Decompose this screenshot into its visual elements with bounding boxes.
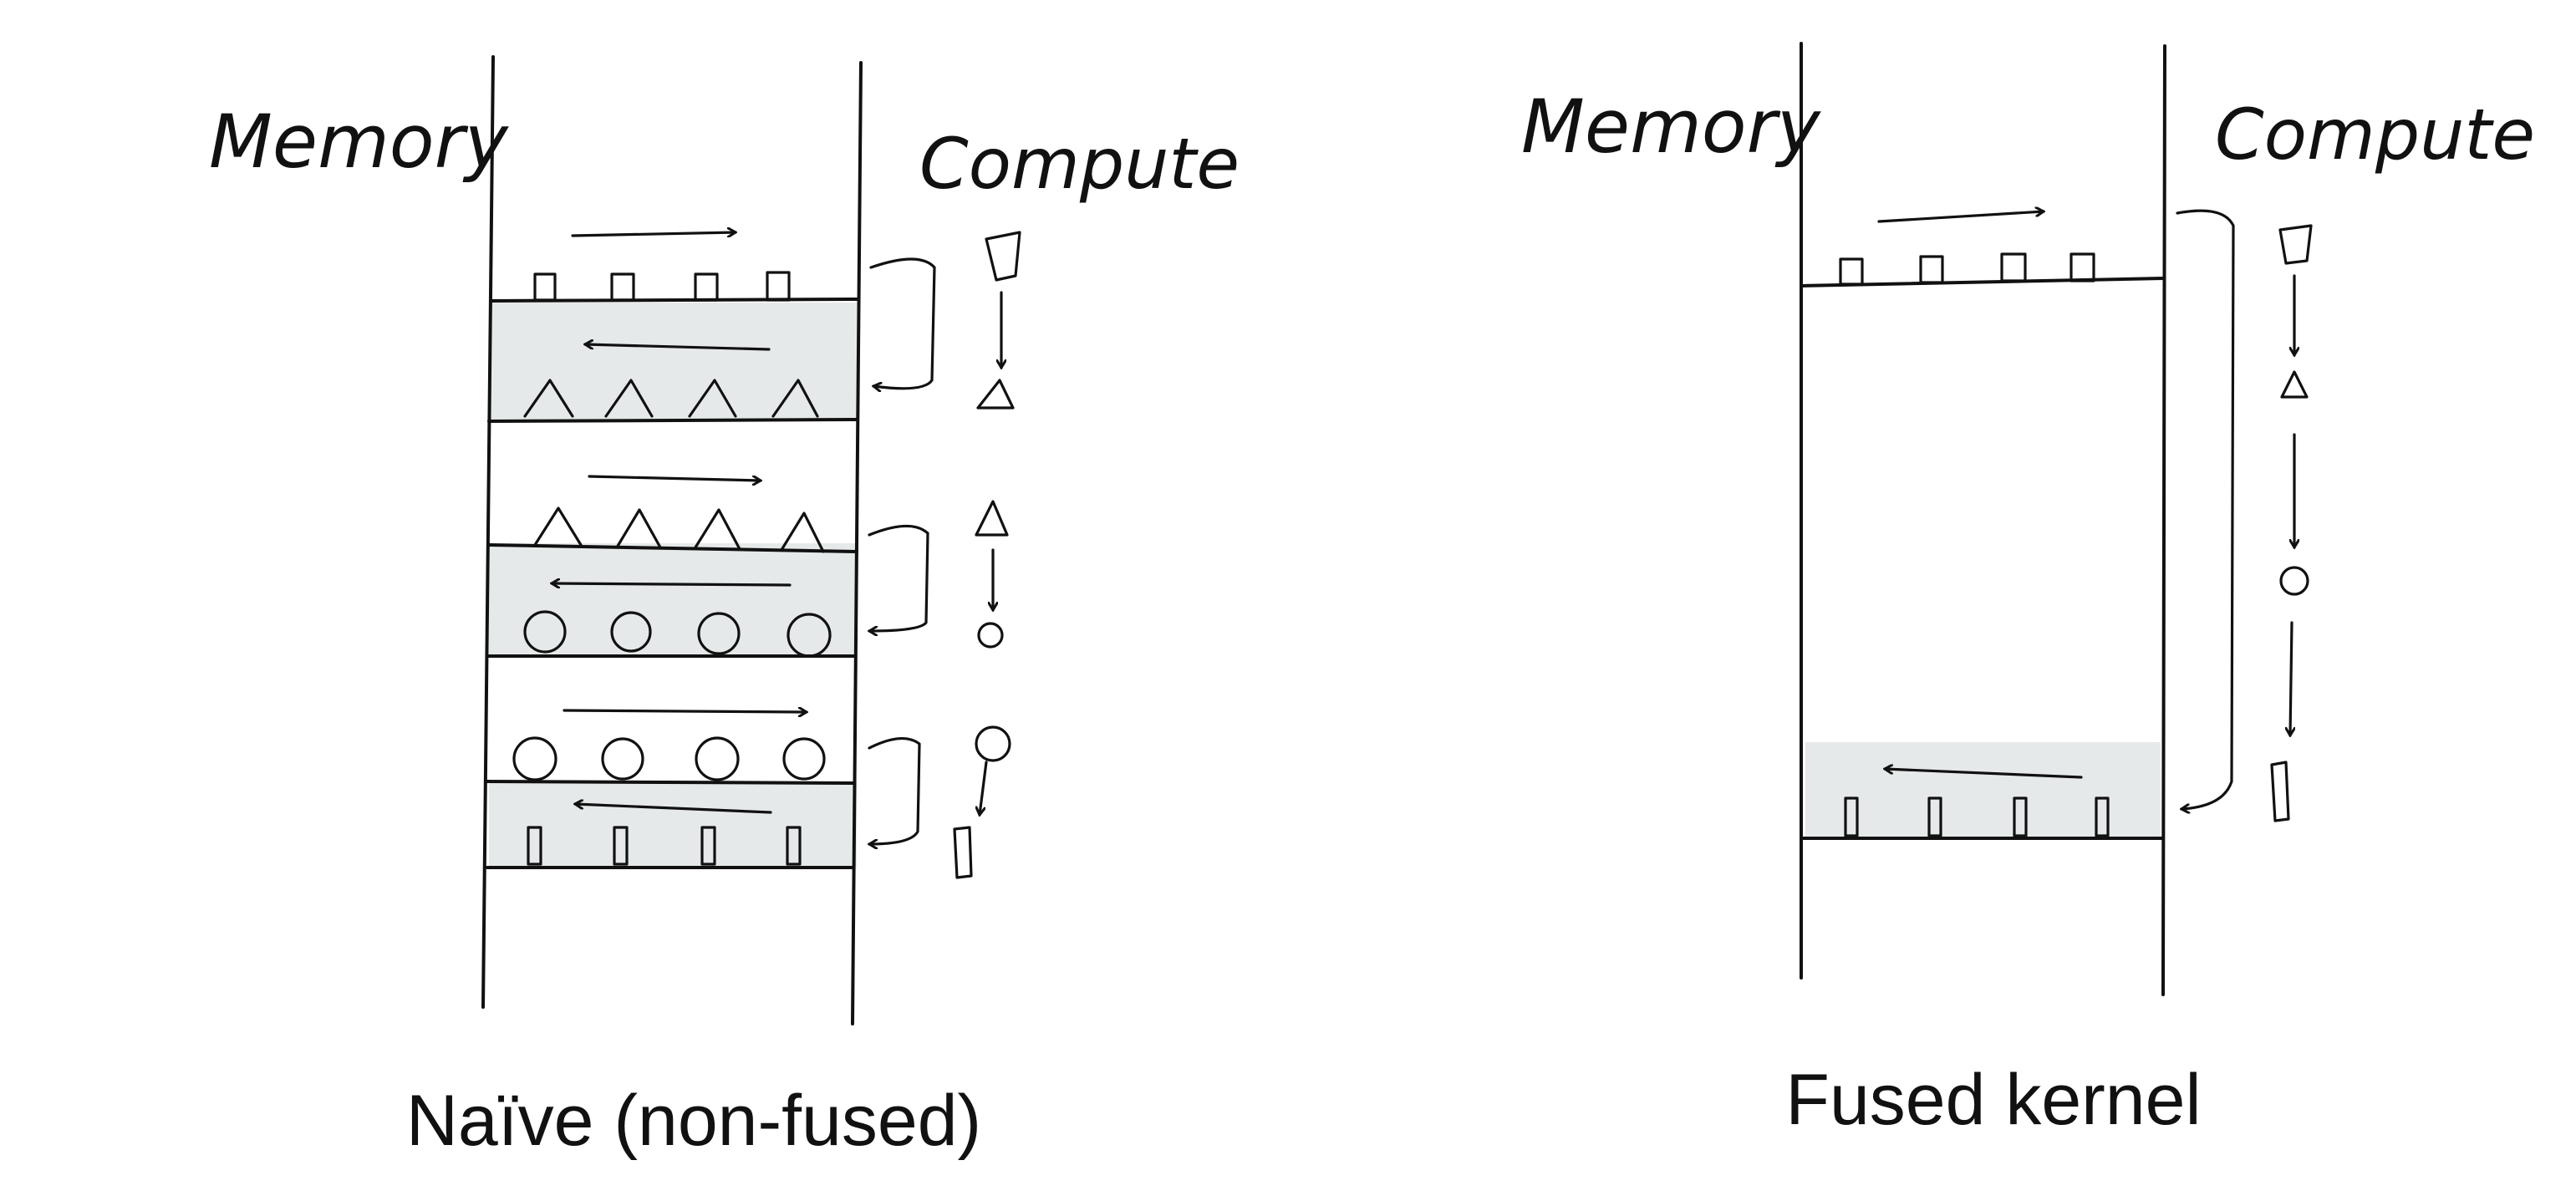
square-shape bbox=[694, 272, 719, 302]
circle-shape bbox=[601, 737, 644, 781]
fused-band bbox=[1805, 742, 2161, 838]
compute-triangle-icon bbox=[976, 379, 1015, 410]
round-trip-bracket bbox=[869, 257, 936, 389]
naive-memory-left-wall bbox=[481, 55, 495, 1009]
bar-shape bbox=[700, 826, 716, 866]
compute-square-icon bbox=[2278, 224, 2313, 265]
bar-shape bbox=[2013, 796, 2028, 837]
write-arrow bbox=[552, 583, 792, 585]
circle-shape bbox=[512, 736, 557, 781]
naive-band-2 bbox=[489, 543, 857, 656]
fused-caption: Fused kernel bbox=[1785, 1060, 2201, 1140]
triangle-shape bbox=[771, 379, 819, 418]
square-shape bbox=[766, 271, 791, 302]
fused-bracket bbox=[2176, 209, 2235, 809]
round-trip-bracket bbox=[869, 736, 921, 844]
triangle-shape bbox=[533, 506, 583, 547]
circle-shape bbox=[695, 736, 740, 781]
naive-compute-label: Compute bbox=[919, 123, 1240, 205]
compute-square-icon bbox=[985, 231, 1021, 282]
fused-memory-label: Memory bbox=[1521, 84, 1822, 170]
circle-shape bbox=[697, 612, 741, 655]
read-arrow bbox=[571, 232, 736, 236]
naive-band-3 bbox=[489, 781, 857, 868]
fused-panel: Memory Compute Fused kernel bbox=[1521, 42, 2535, 1140]
circle-shape bbox=[523, 610, 567, 654]
write-arrow bbox=[585, 344, 771, 351]
square-shape bbox=[1919, 255, 1944, 284]
naive-divider bbox=[486, 780, 854, 785]
naive-memory-label: Memory bbox=[209, 99, 510, 185]
square-shape bbox=[2069, 252, 2095, 282]
compute-circle-icon bbox=[977, 622, 1004, 649]
compute-triangle-icon bbox=[975, 500, 1009, 537]
circle-shape bbox=[787, 613, 832, 658]
triangle-shape bbox=[604, 379, 654, 418]
compute-triangle-icon bbox=[2280, 370, 2309, 399]
square-shape bbox=[610, 272, 635, 302]
compute-arrow bbox=[980, 761, 988, 815]
fused-compute-label: Compute bbox=[2215, 94, 2535, 176]
compute-circle-icon bbox=[2279, 566, 2309, 596]
bar-shape bbox=[527, 826, 542, 866]
circle-shape bbox=[782, 737, 826, 781]
square-shape bbox=[1839, 257, 1864, 286]
naive-caption: Naïve (non-fused) bbox=[406, 1081, 981, 1161]
write-arrow bbox=[1885, 769, 2083, 779]
read-arrow bbox=[563, 710, 807, 712]
naive-divider bbox=[487, 543, 858, 553]
bar-shape bbox=[786, 826, 802, 866]
read-arrow bbox=[1877, 211, 2044, 223]
bar-shape bbox=[2095, 796, 2110, 837]
naive-panel: Memory Compute bbox=[209, 55, 1240, 1161]
read-arrow bbox=[588, 475, 761, 481]
triangle-shape bbox=[688, 379, 737, 418]
triangle-shape bbox=[523, 379, 574, 418]
compute-arrow bbox=[2290, 621, 2292, 735]
write-arrow bbox=[575, 804, 772, 814]
round-trip-bracket bbox=[869, 524, 929, 631]
naive-divider bbox=[487, 418, 858, 423]
triangle-shape bbox=[780, 511, 825, 553]
circle-shape bbox=[610, 611, 652, 653]
naive-band-1 bbox=[489, 303, 857, 421]
fused-memory-right-wall bbox=[2161, 44, 2166, 996]
triangle-shape bbox=[615, 508, 662, 549]
naive-memory-right-wall bbox=[851, 61, 863, 1025]
compute-bar-icon bbox=[953, 826, 973, 879]
bar-shape bbox=[1927, 796, 1942, 837]
square-shape bbox=[533, 272, 557, 302]
bar-shape bbox=[613, 826, 629, 866]
triangle-shape bbox=[694, 508, 741, 551]
compute-bar-icon bbox=[2270, 761, 2290, 822]
bar-shape bbox=[1844, 796, 1859, 837]
compute-circle-icon bbox=[975, 725, 1011, 762]
square-shape bbox=[2000, 252, 2027, 282]
